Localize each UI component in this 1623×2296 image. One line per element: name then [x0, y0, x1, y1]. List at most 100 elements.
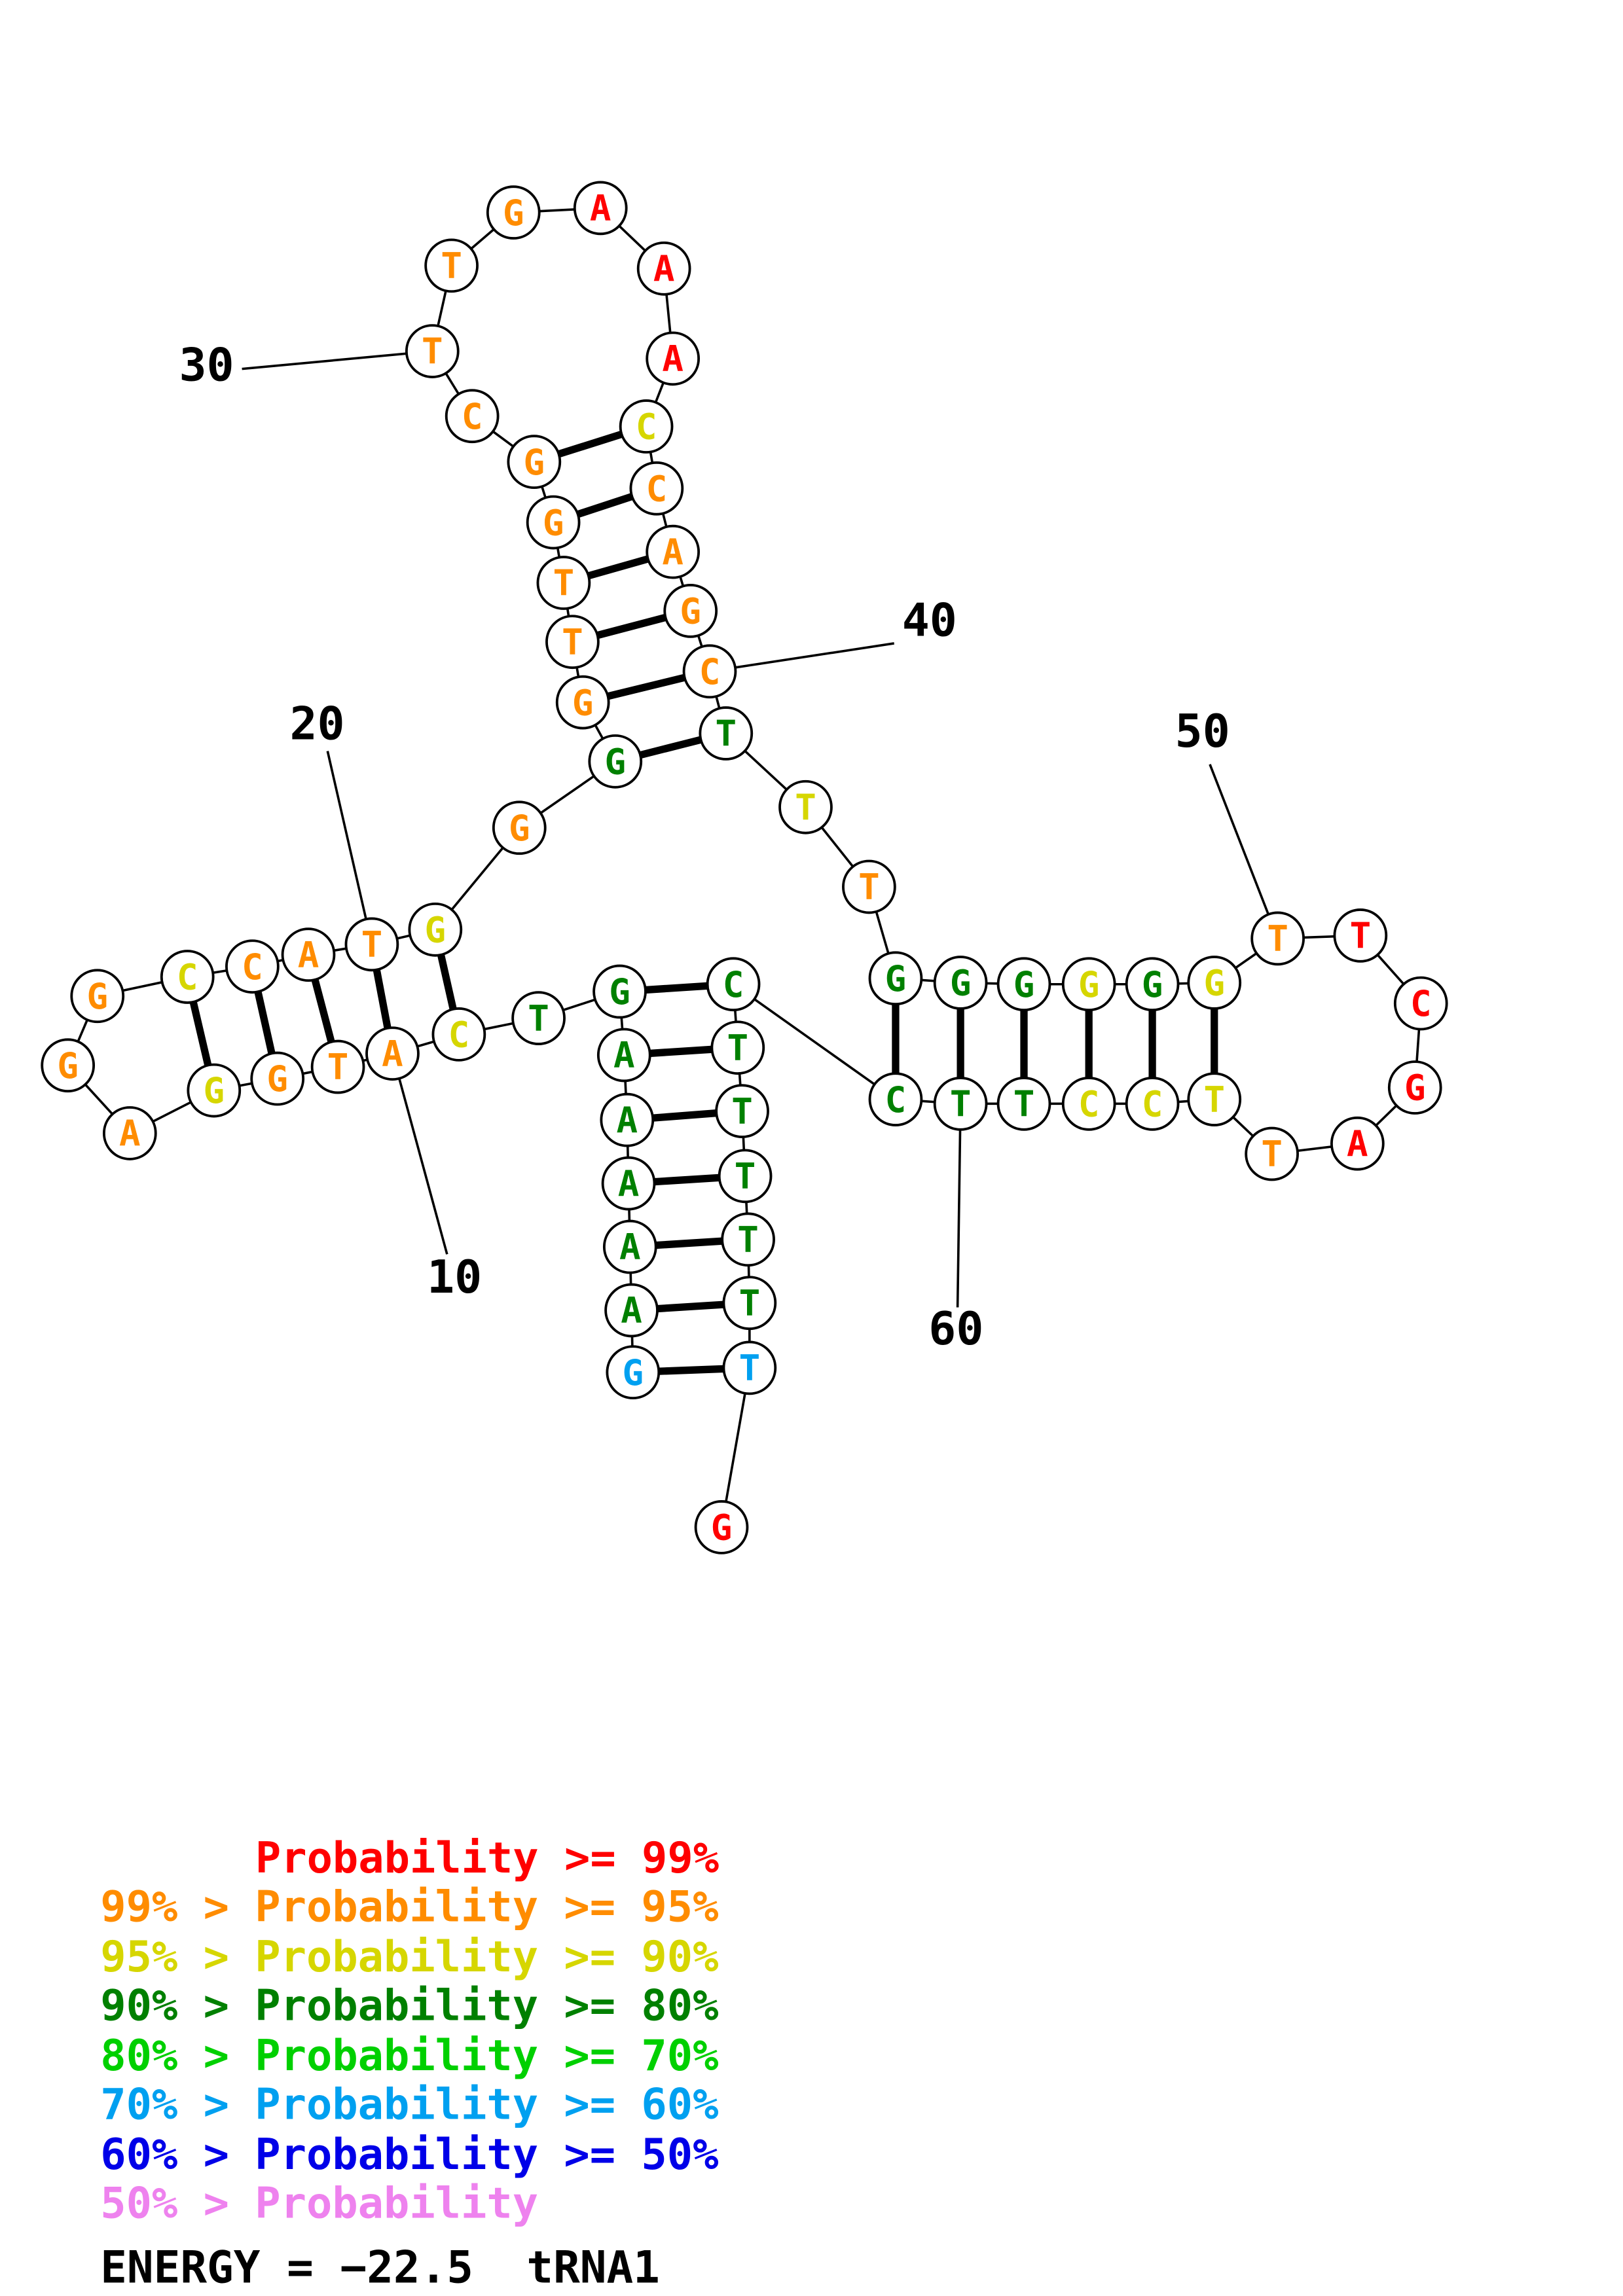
nucleotide-35-base: A — [662, 338, 684, 380]
position-label-30: 30 — [179, 339, 234, 392]
nucleotide-66-circle — [721, 1212, 775, 1267]
nucleotide-15-base: G — [57, 1045, 79, 1086]
nucleotide-20-base: T — [361, 924, 383, 965]
nucleotide-26-base: T — [553, 563, 575, 604]
nucleotide-14-base: A — [119, 1113, 141, 1155]
nucleotide-36-base: C — [636, 406, 657, 448]
nucleotide-32-circle — [486, 185, 541, 240]
nucleotide-7-circle — [593, 964, 647, 1019]
nucleotide-35-circle — [646, 331, 701, 386]
nucleotide-24-base: G — [572, 682, 594, 723]
nucleotide-58-circle — [1061, 1076, 1116, 1131]
nucleotide-37-base: C — [646, 468, 668, 509]
nucleotide-25-base: T — [562, 622, 583, 663]
nucleotide-63-circle — [710, 1020, 765, 1075]
legend-row-plt50: 50% > Probability — [100, 2179, 538, 2229]
label-leader-line — [956, 1103, 962, 1308]
nucleotide-20-circle — [344, 917, 399, 972]
nucleotide-13-base: G — [203, 1070, 225, 1111]
nucleotide-3-base: A — [619, 1227, 641, 1268]
nucleotide-44-circle — [868, 951, 923, 1006]
nucleotide-46-circle — [996, 957, 1051, 1012]
nucleotide-49-base: G — [1203, 963, 1225, 1004]
nucleotide-8-base: T — [528, 998, 549, 1039]
nucleotide-66-base: T — [737, 1219, 759, 1261]
nucleotide-55-base: T — [1261, 1134, 1283, 1175]
nucleotide-1-base: G — [623, 1352, 644, 1393]
nucleotide-56-base: T — [1203, 1079, 1225, 1121]
nucleotide-33-base: A — [590, 188, 611, 229]
nucleotide-53-circle — [1387, 1060, 1442, 1115]
nucleotide-23-circle — [588, 734, 643, 789]
nucleotide-60-circle — [933, 1076, 988, 1131]
nucleotide-3-circle — [602, 1219, 657, 1274]
nucleotide-10-base: A — [382, 1033, 403, 1075]
nucleotide-22-circle — [492, 800, 547, 855]
nucleotide-33-circle — [573, 181, 628, 236]
nucleotide-18-base: C — [242, 946, 263, 988]
nucleotide-50-base: T — [1267, 918, 1288, 960]
nucleotide-21-circle — [408, 902, 463, 957]
nucleotide-60-base: T — [950, 1084, 972, 1125]
nucleotide-18-circle — [225, 939, 280, 994]
probability-legend: Probability >= 99% 99% > Probability >= … — [100, 1833, 719, 2293]
nucleotide-36-circle — [619, 399, 674, 454]
nucleotide-29-base: C — [462, 396, 483, 437]
nucleotide-54-circle — [1330, 1116, 1385, 1171]
legend-row-p60: 70% > Probability >= 60% — [100, 2079, 718, 2129]
label-leader-line — [242, 350, 433, 370]
nucleotide-21-base: G — [425, 909, 447, 950]
legend-row-p80: 90% > Probability >= 80% — [100, 1981, 718, 2030]
nucleotide-30-circle — [405, 324, 460, 378]
energy-label: ENERGY = −22.5 tRNA1 — [100, 2242, 660, 2293]
nucleotide-6-circle — [596, 1028, 651, 1083]
nucleotide-11-circle — [310, 1039, 365, 1094]
nucleotide-30-base: T — [422, 331, 443, 372]
legend-row-p70: 80% > Probability >= 70% — [100, 2031, 718, 2081]
nucleotide-24-circle — [555, 675, 610, 730]
nucleotide-49-circle — [1187, 956, 1242, 1010]
nucleotide-31-circle — [424, 238, 479, 293]
nucleotide-69-base: G — [711, 1507, 733, 1549]
nucleotide-57-base: C — [1142, 1084, 1163, 1125]
nucleotide-69-circle — [694, 1500, 749, 1554]
nucleotide-63-base: T — [727, 1028, 749, 1069]
label-leader-line — [391, 1053, 448, 1255]
nucleotide-47-base: G — [1078, 964, 1100, 1005]
nucleotide-27-base: G — [543, 502, 564, 543]
nucleotide-46-base: G — [1013, 964, 1035, 1005]
nucleotide-44-base: G — [885, 958, 907, 999]
nucleotide-42-base: T — [795, 787, 816, 828]
position-label-10: 10 — [427, 1251, 482, 1304]
nucleotide-28-circle — [507, 435, 562, 490]
nucleotide-68-circle — [722, 1340, 777, 1395]
nucleotide-40-base: C — [699, 651, 721, 692]
nucleotide-59-base: T — [1013, 1084, 1035, 1125]
nucleotide-57-circle — [1125, 1076, 1180, 1131]
nucleotide-1-circle — [606, 1345, 661, 1400]
nucleotide-34-base: A — [653, 248, 675, 289]
nucleotide-41-base: T — [716, 713, 737, 755]
position-label-50: 50 — [1175, 705, 1230, 758]
nucleotide-62-base: C — [723, 964, 744, 1005]
position-label-20: 20 — [289, 697, 344, 750]
position-label-60: 60 — [928, 1302, 983, 1355]
nucleotide-58-base: C — [1078, 1084, 1100, 1125]
nucleotide-47-circle — [1061, 957, 1116, 1012]
nucleotide-13-circle — [187, 1063, 242, 1118]
nucleotide-51-circle — [1333, 908, 1388, 963]
nucleotide-23-base: G — [604, 741, 626, 782]
nucleotide-64-base: T — [731, 1091, 753, 1132]
nucleotide-31-base: T — [441, 245, 462, 287]
nucleotide-15-circle — [41, 1038, 96, 1093]
nucleotide-53-base: G — [1404, 1067, 1426, 1109]
nucleotide-34-circle — [636, 241, 691, 296]
nucleotide-4-circle — [601, 1156, 656, 1211]
nucleotide-12-circle — [250, 1051, 305, 1106]
nucleotide-54-base: A — [1347, 1123, 1368, 1164]
nucleotide-43-circle — [842, 859, 896, 914]
nucleotide-4-base: A — [618, 1163, 640, 1204]
nucleotide-62-circle — [706, 957, 761, 1012]
nucleotide-27-circle — [526, 495, 581, 550]
